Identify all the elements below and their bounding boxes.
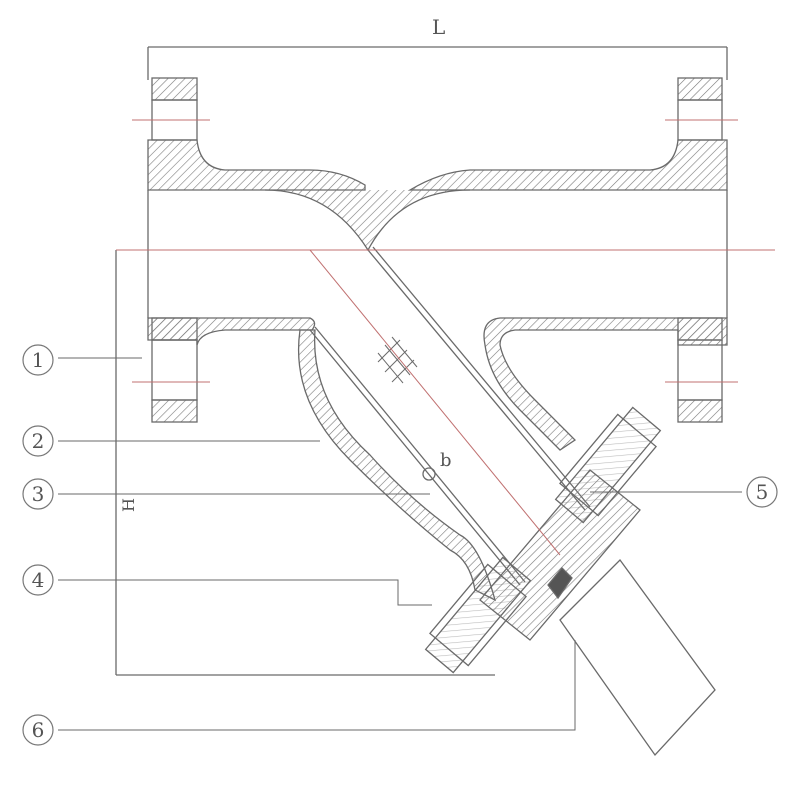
mesh-label: b xyxy=(440,450,452,471)
callout-2: 2 xyxy=(32,429,45,453)
height-dimension xyxy=(115,250,495,676)
callout-1: 1 xyxy=(32,348,45,372)
outlet-flange xyxy=(407,77,728,451)
drain-housing xyxy=(559,559,716,757)
height-label: H xyxy=(119,498,138,512)
drain-plug xyxy=(547,567,573,600)
strainer-body xyxy=(297,329,497,602)
filter-screen xyxy=(309,246,591,586)
callout-3: 3 xyxy=(32,482,45,506)
inlet-flange xyxy=(147,77,366,423)
bolt-upper xyxy=(554,406,662,524)
callout-6: 6 xyxy=(32,718,45,742)
bolt-lower xyxy=(424,556,532,674)
length-label: L xyxy=(432,15,445,39)
callout-4: 4 xyxy=(32,568,45,592)
callout-5: 5 xyxy=(756,480,769,504)
callout-leaders xyxy=(58,357,742,731)
length-dimension xyxy=(147,46,728,80)
centerlines xyxy=(116,119,775,556)
